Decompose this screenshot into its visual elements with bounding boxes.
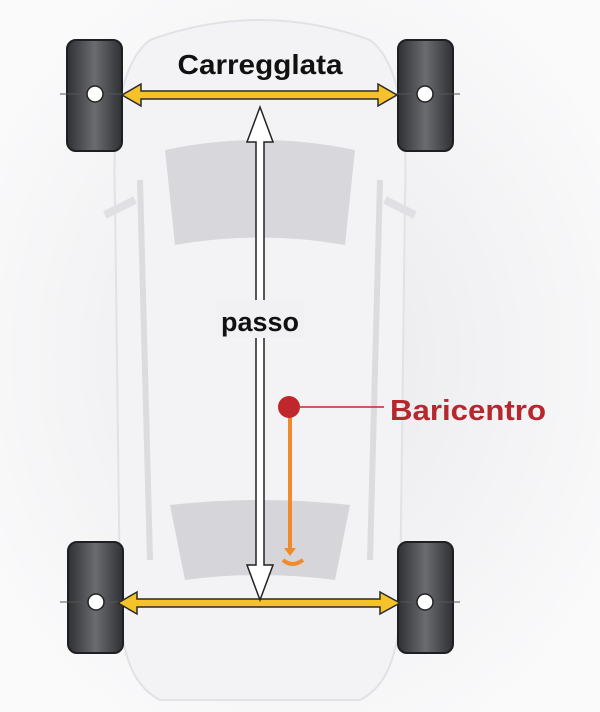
hub-icon <box>416 85 434 103</box>
wheelbase-label-bg <box>216 300 304 338</box>
wheelbase-arrow <box>245 104 275 603</box>
rear-right-wheel <box>390 541 460 654</box>
rear-left-wheel <box>60 541 130 654</box>
cog-dot <box>278 396 300 418</box>
front-right-wheel <box>390 39 460 152</box>
cog-impact-icon <box>281 558 305 566</box>
track-label: Carregglata <box>178 49 343 80</box>
hub-icon <box>86 85 104 103</box>
front-left-wheel <box>60 39 130 152</box>
hub-icon <box>416 593 434 611</box>
wheelbase-label: passo <box>221 307 299 337</box>
front-track-arrow <box>120 82 399 108</box>
hub-icon <box>87 593 105 611</box>
rear-track-arrow <box>116 590 402 616</box>
cog-label: Baricentro <box>390 395 546 427</box>
